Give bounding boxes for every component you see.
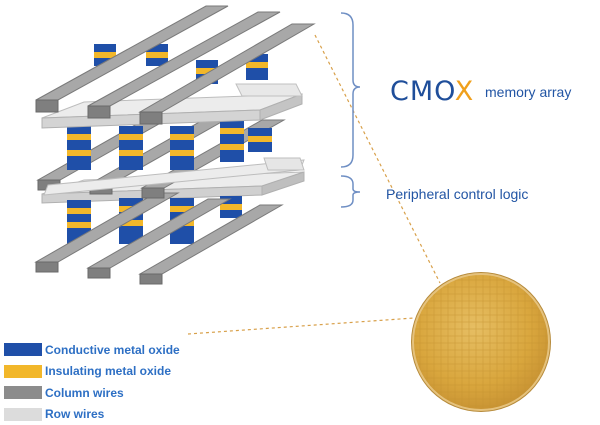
legend: Conductive metal oxide Insulating metal … bbox=[4, 339, 180, 425]
connector-line-upper bbox=[315, 35, 440, 283]
legend-label: Column wires bbox=[45, 386, 124, 400]
legend-swatch bbox=[4, 343, 42, 356]
legend-swatch bbox=[4, 386, 42, 399]
legend-swatch bbox=[4, 408, 42, 421]
peripheral-logic-bracket bbox=[341, 176, 360, 207]
legend-label: Row wires bbox=[45, 407, 104, 421]
legend-item: Column wires bbox=[4, 382, 180, 404]
peripheral-control-logic-label: Peripheral control logic bbox=[386, 186, 528, 202]
legend-label: Insulating metal oxide bbox=[45, 364, 171, 378]
connector-line-lower bbox=[188, 318, 414, 334]
legend-item: Conductive metal oxide bbox=[4, 339, 180, 361]
memory-array-label: memory array bbox=[485, 84, 571, 100]
legend-swatch bbox=[4, 365, 42, 378]
cmox-brand-logo: CMOX bbox=[390, 78, 474, 105]
legend-label: Conductive metal oxide bbox=[45, 343, 180, 357]
wafer-image bbox=[410, 272, 554, 416]
memory-array-bracket bbox=[341, 13, 360, 167]
legend-item: Insulating metal oxide bbox=[4, 361, 180, 383]
